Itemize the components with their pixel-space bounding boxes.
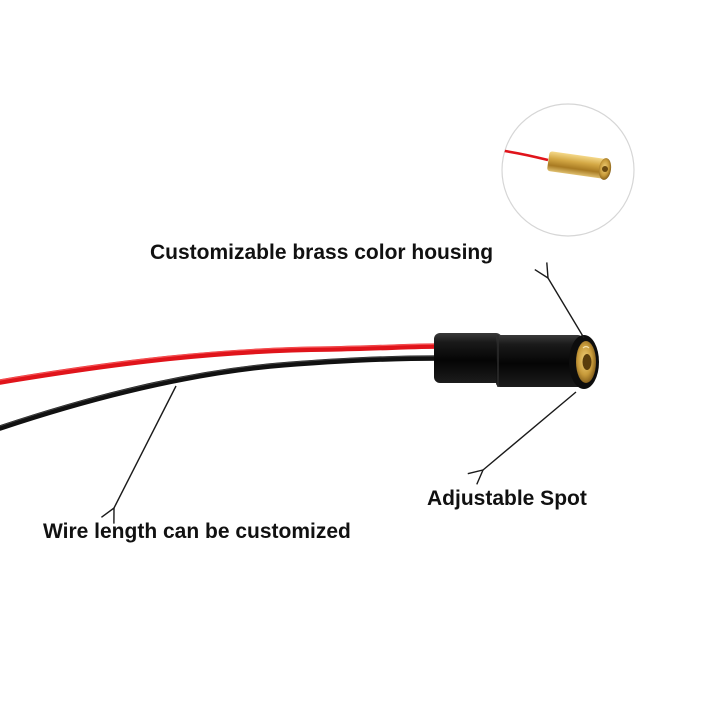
spot-arrow — [483, 391, 577, 470]
inset-brass-module — [547, 151, 612, 180]
spot-caption: Adjustable Spot — [427, 487, 587, 510]
inset-magnifier — [501, 103, 635, 237]
wire-caption: Wire length can be customized — [43, 520, 351, 543]
inset-red-wire — [502, 148, 549, 162]
housing-caption: Customizable brass color housing — [150, 241, 494, 264]
black-wire-highlight — [0, 355, 441, 427]
wire-arrow — [114, 385, 177, 508]
module-rear-section — [434, 333, 502, 383]
red-wire — [0, 343, 443, 385]
housing-arrow — [548, 278, 585, 339]
laser-module — [434, 333, 599, 389]
callout-arrows — [114, 278, 585, 508]
black-wire — [0, 355, 443, 431]
wires — [0, 343, 443, 431]
module-front-section — [496, 335, 582, 387]
red-wire-highlight — [0, 343, 441, 381]
